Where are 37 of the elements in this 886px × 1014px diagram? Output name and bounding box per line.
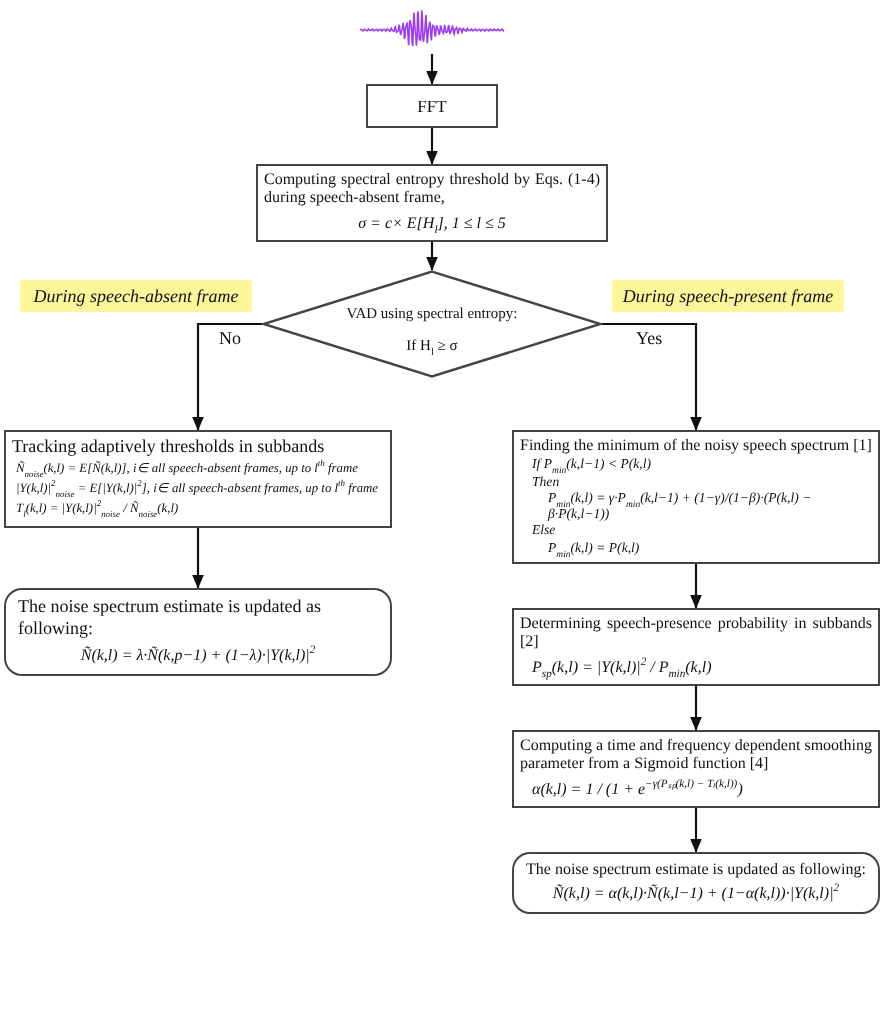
formula-text: σ = c× E[H$_{l}$], 1 ≤ l ≤ 5 xyxy=(358,213,506,232)
heading-text: Finding the minimum of the noisy speech spectrum [1] xyxy=(520,436,872,455)
arrow xyxy=(690,685,702,731)
heading-text: Tracking adaptively thresholds in subbands xyxy=(12,436,325,458)
highlight-band xyxy=(20,280,252,312)
highlight-band xyxy=(612,280,844,312)
arrow xyxy=(690,564,702,609)
decision-diamond xyxy=(262,270,602,378)
heading-text: The noise spectrum estimate is updated as following: xyxy=(18,596,323,640)
heading-text: Computing a time and frequency dependent smoothing parameter from a Sigmoid function [4] xyxy=(520,736,872,774)
arrow xyxy=(602,322,702,431)
arrow xyxy=(690,807,702,853)
arrow xyxy=(192,322,262,431)
result-box xyxy=(512,852,880,915)
process-box xyxy=(4,430,392,528)
box-label: FFT xyxy=(417,95,447,115)
arrow xyxy=(426,54,438,85)
note-text: During speech-absent frame xyxy=(33,286,239,306)
process-box xyxy=(512,430,880,565)
note-text: During speech-present frame xyxy=(622,286,834,306)
heading-text: The noise spectrum estimate is updated as following: xyxy=(526,860,866,879)
arrow xyxy=(426,241,438,271)
formula-text: α(k,l) = 1 / (1 + e$^{−γ(Pₛₚ(k,l) − Tₗ(k,l))}$) xyxy=(532,779,743,798)
heading-text: Determining speech-presence probability in subbands [2] xyxy=(520,614,872,652)
heading-text: Computing spectral entropy threshold by Eqs. (1-4) during speech-absent frame, xyxy=(264,170,600,208)
process-box xyxy=(512,608,880,686)
formula-text: Ñ(k,l) = α(k,l)·Ñ(k,l−1) + (1−α(k,l))·|Y(k,l)|$^{2}$ xyxy=(552,884,840,903)
arrow xyxy=(426,128,438,165)
process-box xyxy=(366,84,498,128)
formula-text: P$_{sp}$(k,l) = |Y(k,l)|$^{2}$ / P$_{min}$(k,l) xyxy=(532,657,712,676)
result-box xyxy=(4,588,392,676)
arrow xyxy=(192,527,204,589)
formula-text: Ñ(k,l) = λ·Ñ(k,p−1) + (1−λ)·|Y(k,l)|$^{2}$ xyxy=(80,645,316,664)
process-box xyxy=(256,164,608,242)
process-box xyxy=(512,730,880,808)
edge-label: No xyxy=(217,330,243,350)
edge-label: Yes xyxy=(634,330,665,350)
